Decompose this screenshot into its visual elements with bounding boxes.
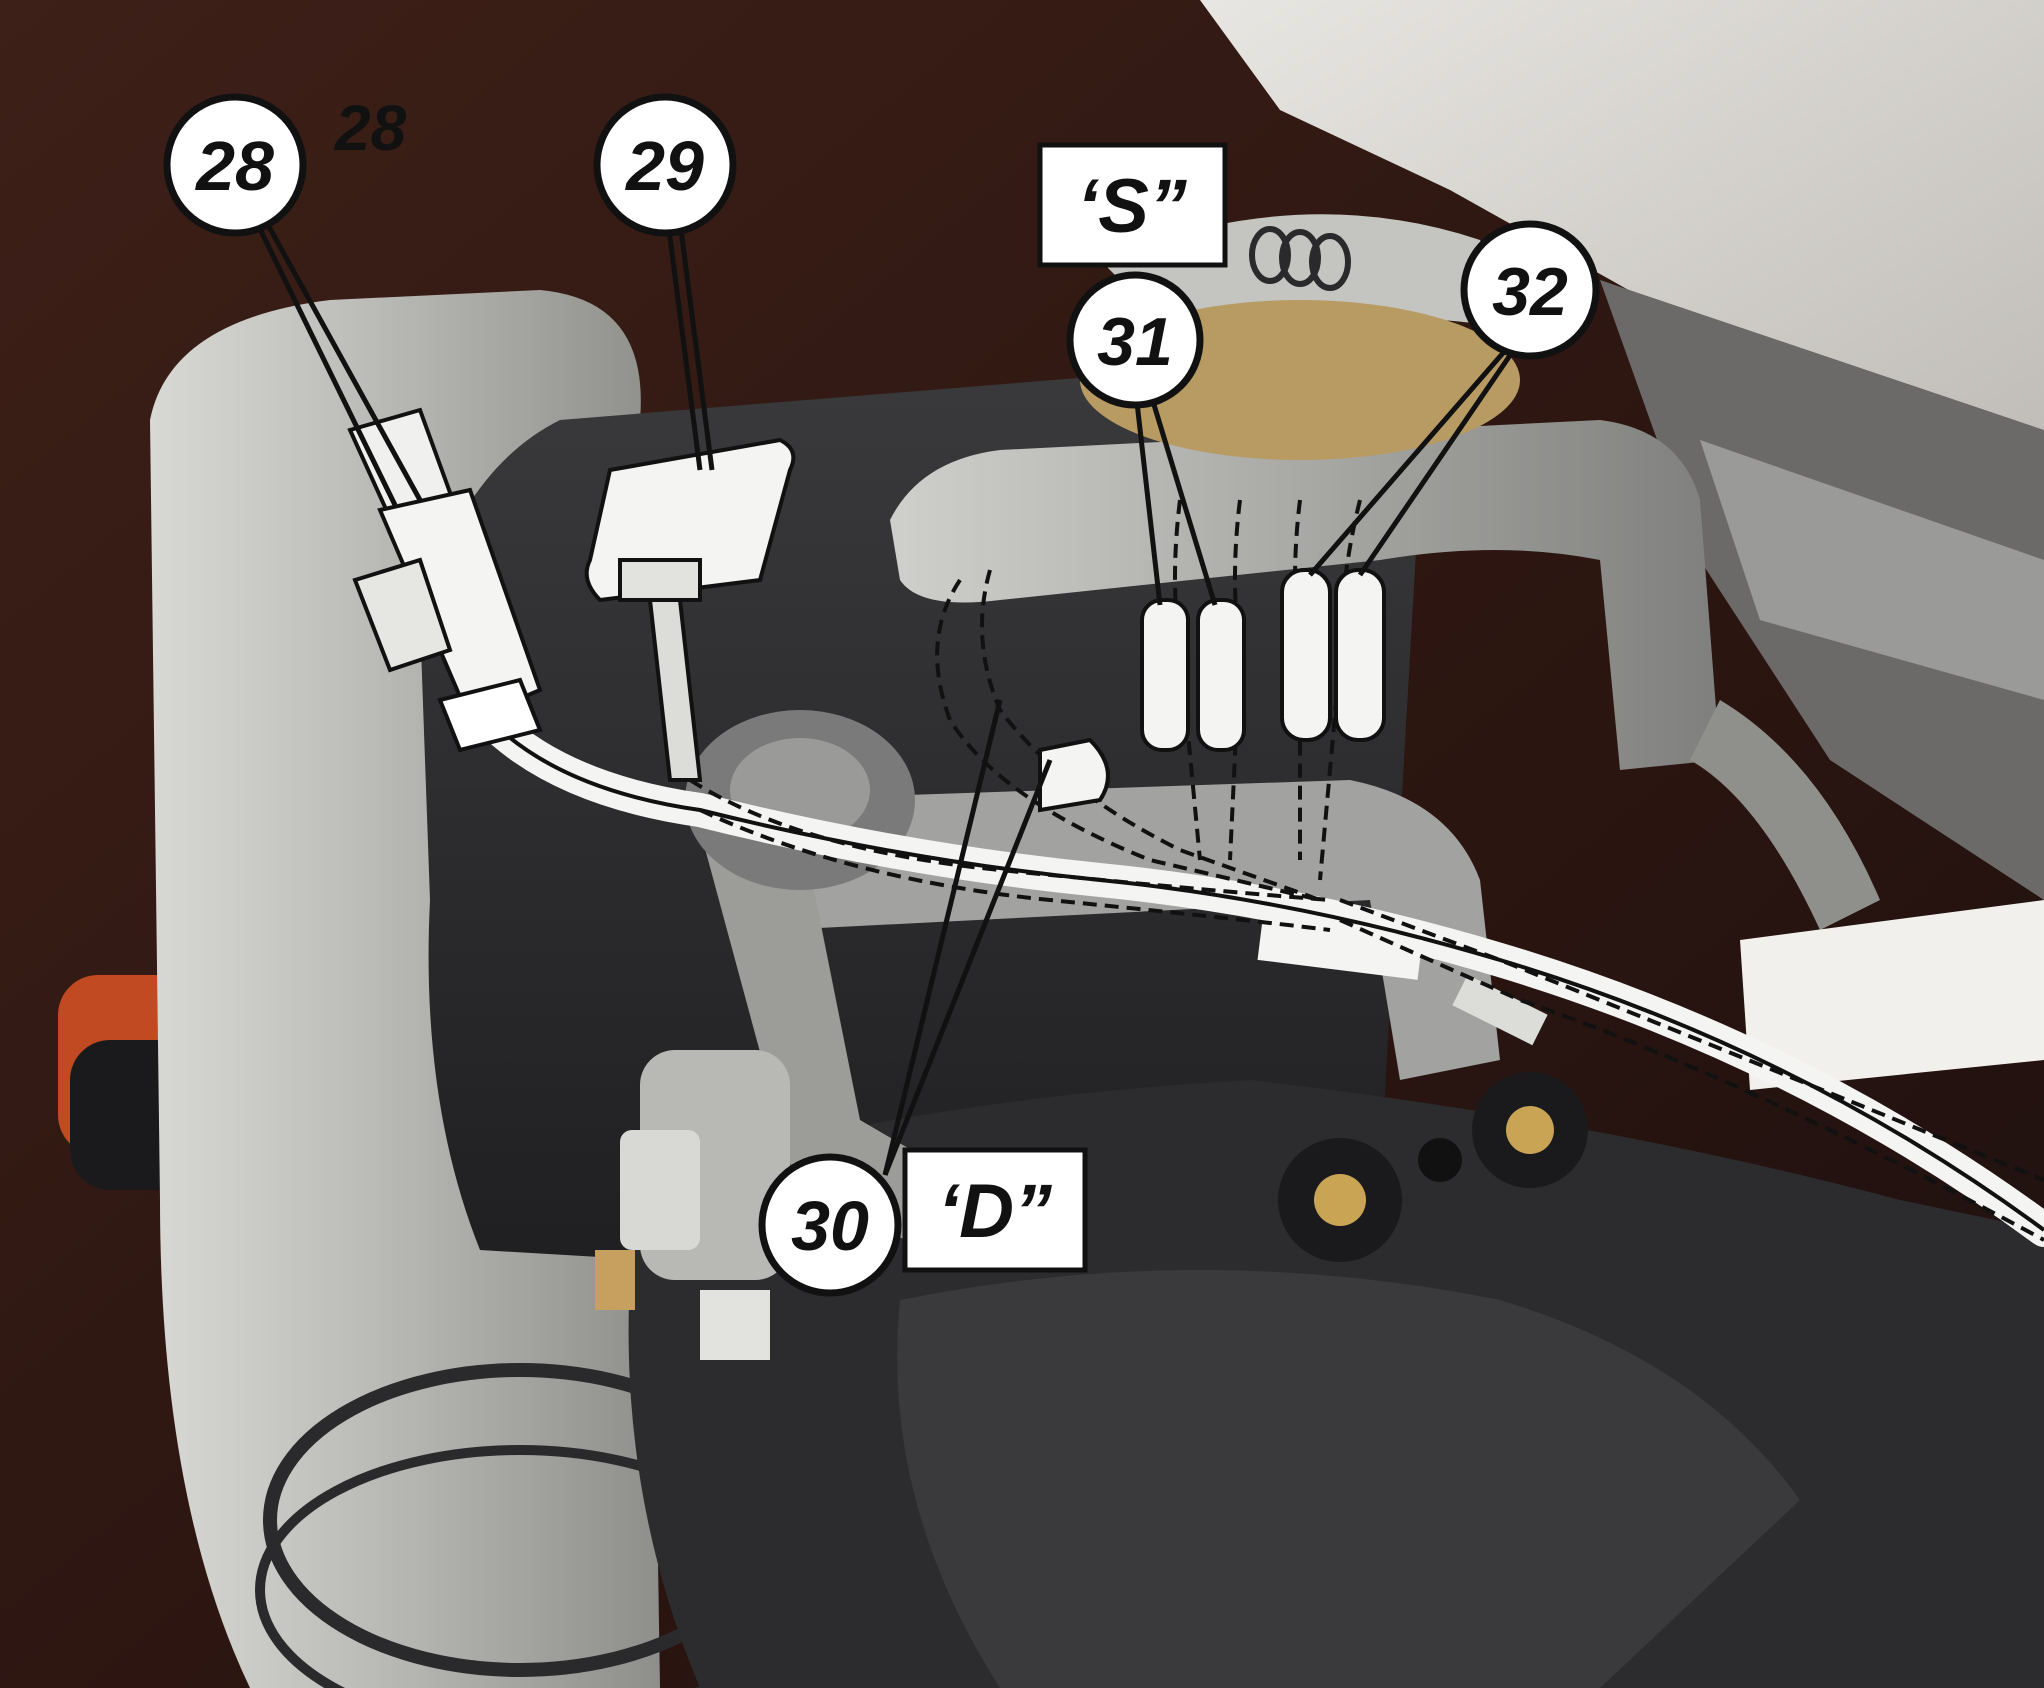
dark-body-lower-highlight — [897, 1270, 1800, 1688]
frame-rear-tube — [1690, 700, 1880, 930]
callout-31: 31 — [1066, 271, 1204, 409]
sensor-bracket — [595, 1050, 790, 1360]
callout-32-label: 32 — [1492, 254, 1568, 330]
callout-28-label: 28 — [194, 127, 274, 205]
frame-right-tube — [1700, 440, 2044, 700]
tag-d-label: ‘D” — [938, 1169, 1052, 1254]
callout-29-label: 29 — [624, 127, 704, 205]
callout-29: 29 — [593, 93, 737, 237]
frame-top-bracket — [890, 420, 1720, 770]
callout-28: 28 — [163, 93, 307, 237]
bullet-connector — [1038, 737, 1110, 813]
callout-30: 30 — [758, 1153, 902, 1297]
fuse-32-icon — [1280, 568, 1386, 742]
white-panel — [1740, 900, 2044, 1090]
tag-s: ‘S” — [1037, 142, 1228, 268]
tag-s-label: ‘S” — [1077, 164, 1187, 249]
callout-32: 32 — [1460, 220, 1600, 360]
fuse-31-icon — [1140, 598, 1246, 752]
page-number: 28 — [334, 92, 407, 164]
callout-31-label: 31 — [1097, 304, 1173, 380]
spring-coil — [1249, 226, 1351, 291]
callout-30-label: 30 — [791, 1187, 869, 1265]
connector-29-icon — [584, 437, 796, 782]
mount-bolts — [1278, 1072, 1588, 1262]
tag-d: ‘D” — [902, 1147, 1088, 1273]
leader-lines — [255, 221, 1518, 1176]
